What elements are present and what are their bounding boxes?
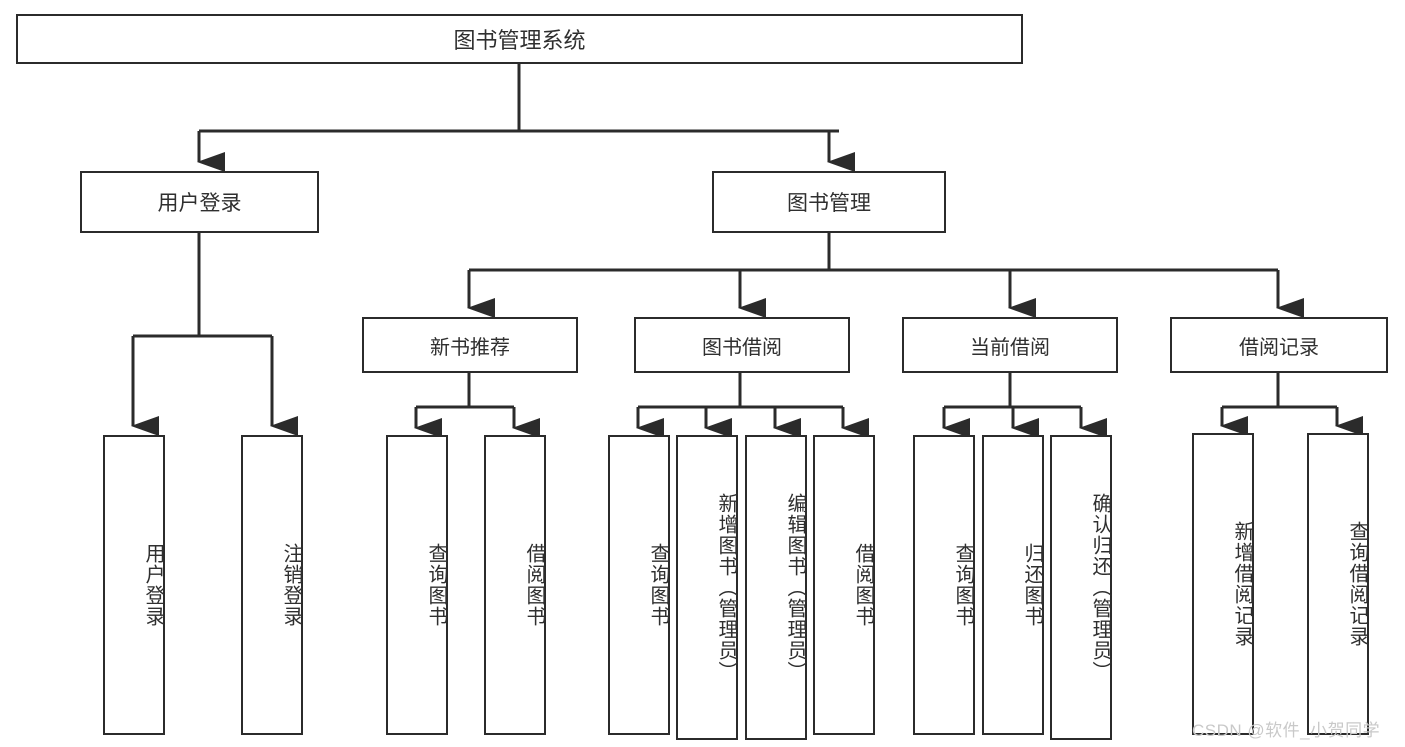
leaf-new-book-borrow[interactable]: 借阅图书 [484, 435, 546, 735]
node-new-book-recommend[interactable]: 新书推荐 [362, 317, 578, 373]
node-current-borrow[interactable]: 当前借阅 [902, 317, 1118, 373]
leaf-current-borrow-return[interactable]: 归还图书 [982, 435, 1044, 735]
leaf-book-borrow-add[interactable]: 新增图书（管理员） [676, 435, 738, 740]
leaf-current-borrow-query[interactable]: 查询图书 [913, 435, 975, 735]
leaf-book-borrow-borrow[interactable]: 借阅图书 [813, 435, 875, 735]
node-user-login[interactable]: 用户登录 [80, 171, 319, 233]
leaf-book-borrow-query[interactable]: 查询图书 [608, 435, 670, 735]
leaf-borrow-record-add[interactable]: 新增借阅记录 [1192, 433, 1254, 735]
leaf-user-login-logout[interactable]: 注销登录 [241, 435, 303, 735]
leaf-current-borrow-confirm-return[interactable]: 确认归还（管理员） [1050, 435, 1112, 740]
node-root[interactable]: 图书管理系统 [16, 14, 1023, 64]
node-borrow-record[interactable]: 借阅记录 [1170, 317, 1388, 373]
leaf-new-book-query[interactable]: 查询图书 [386, 435, 448, 735]
node-book-management[interactable]: 图书管理 [712, 171, 946, 233]
leaf-book-borrow-edit[interactable]: 编辑图书（管理员） [745, 435, 807, 740]
leaf-user-login-login[interactable]: 用户登录 [103, 435, 165, 735]
leaf-borrow-record-query[interactable]: 查询借阅记录 [1307, 433, 1369, 735]
watermark-credit: CSDN @软件_小贺同学 [1192, 721, 1381, 740]
node-book-borrow[interactable]: 图书借阅 [634, 317, 850, 373]
